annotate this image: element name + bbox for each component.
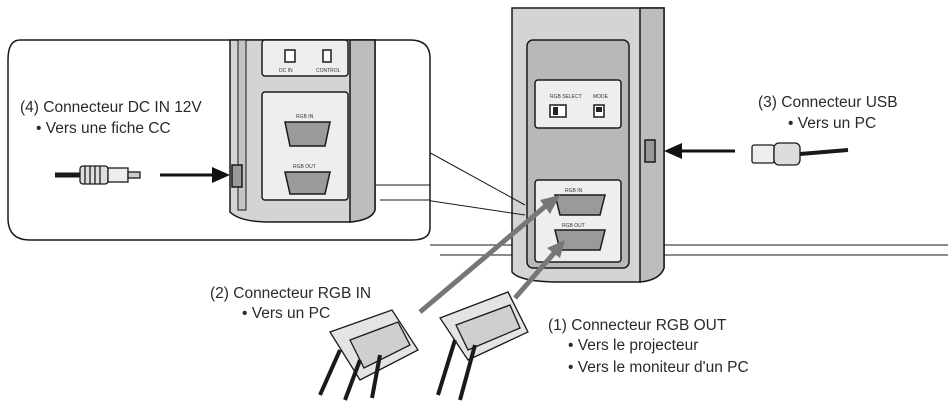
inset-rgb-out-label: RGB OUT (293, 164, 316, 170)
rgb-select-label: RGB SELECT (550, 94, 582, 100)
rgb-in-sub: • Vers un PC (242, 305, 330, 322)
arrow-to-rgb-in-icon (418, 195, 560, 314)
rgb-in-title: (2) Connecteur RGB IN (210, 285, 371, 302)
inset-rgb-in-label: RGB IN (296, 114, 314, 120)
control-panel-label: CONTROL (316, 68, 341, 74)
mode-label: MODE (593, 94, 609, 100)
rgb-out-panel-label: RGB OUT (562, 223, 585, 229)
arrow-to-usb-icon (664, 143, 735, 159)
arrow-to-dc-icon (160, 167, 230, 183)
dc-in-sub: • Vers une fiche CC (36, 120, 171, 137)
arrow-to-rgb-out-icon (513, 240, 565, 300)
callout-rgb-in: (2) Connecteur RGB IN • Vers un PC (210, 285, 371, 322)
callout-rgb-out: (1) Connecteur RGB OUT • Vers le project… (548, 317, 749, 376)
callout-usb: (3) Connecteur USB • Vers un PC (758, 94, 898, 132)
dc-in-title: (4) Connecteur DC IN 12V (20, 99, 202, 116)
callout-dc-in: (4) Connecteur DC IN 12V • Vers une fich… (20, 99, 202, 137)
dc-in-panel-label: DC IN (279, 68, 293, 74)
usb-title: (3) Connecteur USB (758, 94, 898, 111)
rgb-out-title: (1) Connecteur RGB OUT (548, 317, 727, 334)
zoom-inset (7, 39, 526, 241)
rgb-out-sub2: • Vers le moniteur d'un PC (568, 359, 749, 376)
rgb-out-sub1: • Vers le projecteur (568, 337, 698, 354)
rgb-in-panel-label: RGB IN (565, 188, 583, 194)
rgb-in-plug-icon (318, 309, 419, 401)
usb-plug-icon (751, 142, 849, 166)
rgb-out-plug-icon (436, 291, 529, 401)
usb-sub: • Vers un PC (788, 115, 876, 132)
dc-plug-icon (55, 165, 141, 185)
